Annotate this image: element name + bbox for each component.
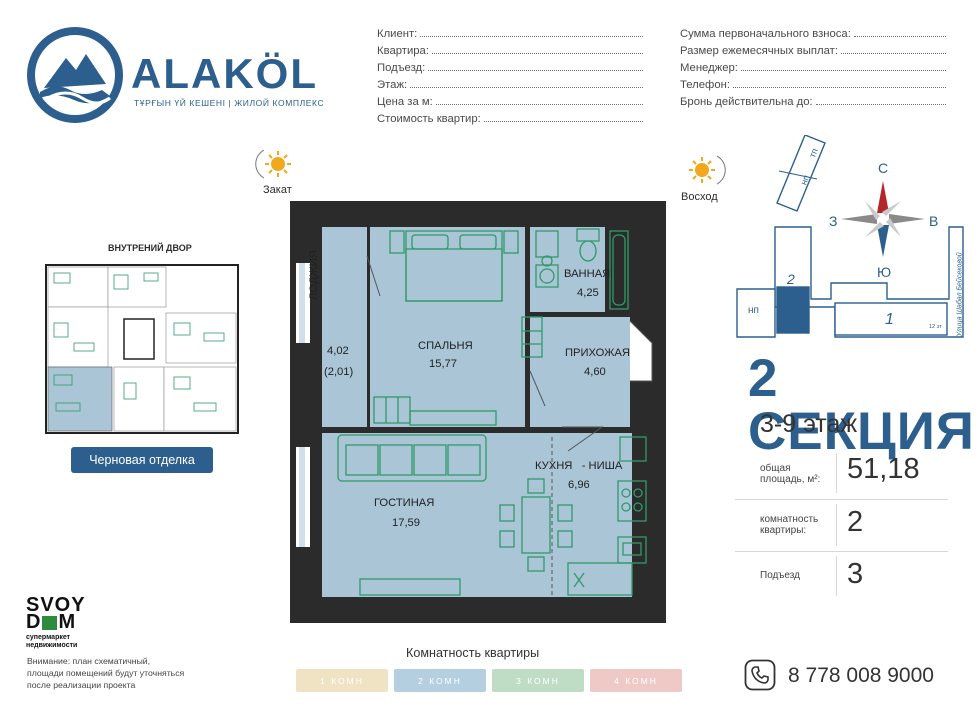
form-field-phone[interactable]: Телефон: <box>680 75 946 91</box>
room-kitchen-area: 6,96 <box>568 479 590 491</box>
sunrise-label: Восход <box>681 191 718 203</box>
form-field-monthly-payment[interactable]: Размер ежемесячных выплат: <box>680 41 946 57</box>
form-field-down-payment[interactable]: Сумма первоначального взноса: <box>680 24 946 40</box>
legend-chip-4-room: 4 КОМН <box>590 669 682 692</box>
legend-chip-3-room: 3 КОМН <box>492 669 584 692</box>
finish-type-badge: Черновая отделка <box>71 447 213 473</box>
disclaimer-note: Внимание: план схематичный,площади помещ… <box>27 656 185 690</box>
form-label: Этаж: <box>377 79 408 91</box>
contact-phone[interactable]: 8 778 008 9000 <box>788 664 934 687</box>
form-label: Подъезд: <box>377 62 426 74</box>
form-field-apartment[interactable]: Квартира: <box>377 41 643 57</box>
form-field-total-cost[interactable]: Стоимость квартир: <box>377 109 643 125</box>
room-living-area: 17,59 <box>392 517 420 529</box>
form-field-price-per-m[interactable]: Цена за м: <box>377 92 643 108</box>
compass-east-label: В <box>929 213 939 229</box>
sunset-label: Закат <box>263 184 292 196</box>
brand-name: ALAKÖL <box>131 50 318 97</box>
form-field-client[interactable]: Клиент: <box>377 24 643 40</box>
form-field-booking-valid[interactable]: Бронь действительна до: <box>680 92 946 108</box>
siteplan-section2-label: 2 <box>787 271 795 287</box>
form-label: Цена за м: <box>377 96 433 108</box>
brand-logo-icon <box>27 27 123 123</box>
siteplan-np-left-label: нп <box>748 305 759 316</box>
room-kitchen-name: КУХНЯ - НИША <box>535 460 623 472</box>
phone-icon <box>744 659 776 691</box>
stat-entrance-label: Подъезд <box>760 570 800 581</box>
form-field-floor[interactable]: Этаж: <box>377 75 643 91</box>
room-loggia-area-reduced: (2,01) <box>324 366 354 378</box>
stat-entrance-value: 3 <box>847 558 864 590</box>
legend-chip-1-room: 1 КОМН <box>296 669 388 692</box>
floor-range: 3-9 этаж <box>760 410 858 438</box>
room-count-legend-title: Комнатность квартиры <box>406 646 540 660</box>
form-label: Менеджер: <box>680 62 738 74</box>
sunrise-sun-icon <box>689 155 726 185</box>
room-bedroom-area: 15,77 <box>429 358 457 370</box>
apartment-floor-plan <box>290 201 666 623</box>
section-title: 2 СЕКЦИЯ <box>748 349 975 461</box>
room-bathroom-area: 4,25 <box>577 287 599 299</box>
siteplan-section1-label: 1 <box>885 311 894 328</box>
siteplan-street-label: Улица Шабал Бейсековой <box>956 252 964 337</box>
stat-rooms-value: 2 <box>847 506 864 538</box>
form-label: Клиент: <box>377 28 418 40</box>
floor-overview-plan <box>45 264 239 434</box>
form-field-manager[interactable]: Менеджер: <box>680 58 946 74</box>
sunset-sun-icon <box>255 149 291 179</box>
siteplan-floors-label: 12 эт <box>929 324 942 330</box>
stat-total-area-value: 51,18 <box>847 453 920 485</box>
room-loggia-area: 4,02 <box>327 345 349 357</box>
room-loggia-name: ЛОДЖИЯ <box>308 250 320 300</box>
form-label: Размер ежемесячных выплат: <box>680 45 838 57</box>
brand-subtitle: ТҰРҒЫН ҮЙ КЕШЕНІ | ЖИЛОЙ КОМПЛЕКС <box>134 98 325 108</box>
compass-south-label: Ю <box>877 264 892 280</box>
form-label: Сумма первоначального взноса: <box>680 28 851 40</box>
room-bedroom-name: СПАЛЬНЯ <box>418 340 473 352</box>
courtyard-label: ВНУТРЕНИЙ ДВОР <box>108 243 192 253</box>
form-label: Квартира: <box>377 45 429 57</box>
form-label: Бронь действительна до: <box>680 96 813 108</box>
form-field-entrance[interactable]: Подъезд: <box>377 58 643 74</box>
room-hallway-name: ПРИХОЖАЯ <box>565 347 630 359</box>
compass-west-label: З <box>829 213 838 229</box>
form-label: Стоимость квартир: <box>377 113 481 125</box>
room-living-name: ГОСТИНАЯ <box>374 497 435 509</box>
room-hallway-area: 4,60 <box>584 366 606 378</box>
legend-chip-2-room: 2 КОМН <box>394 669 486 692</box>
site-plan-diagram <box>736 135 964 338</box>
compass-north-label: С <box>878 160 889 176</box>
form-label: Телефон: <box>680 79 731 91</box>
room-bathroom-name: ВАННАЯ <box>564 268 611 280</box>
